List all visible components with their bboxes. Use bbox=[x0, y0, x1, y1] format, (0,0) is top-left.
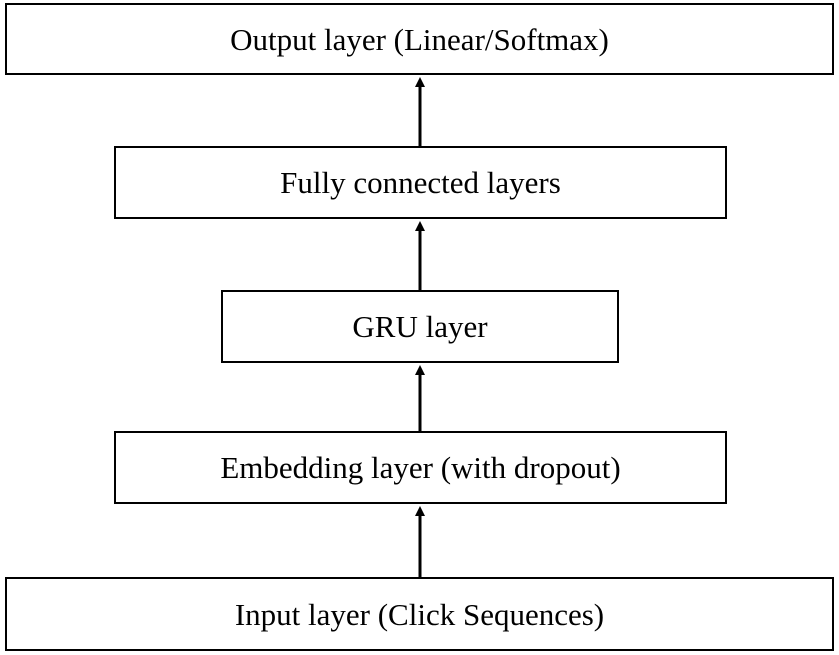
embedding-layer-label: Embedding layer (with dropout) bbox=[220, 450, 621, 485]
output-layer-label: Output layer (Linear/Softmax) bbox=[230, 21, 609, 57]
input-layer-label: Input layer (Click Sequences) bbox=[234, 596, 605, 632]
gru-layer-label: GRU layer bbox=[352, 309, 488, 344]
fully-connected-layer-label: Fully connected layers bbox=[280, 165, 561, 200]
input-layer-box: Input layer (Click Sequences) bbox=[5, 577, 834, 651]
output-layer-box: Output layer (Linear/Softmax) bbox=[5, 3, 834, 75]
gru-layer-box: GRU layer bbox=[221, 290, 619, 363]
embedding-layer-box: Embedding layer (with dropout) bbox=[114, 431, 727, 504]
fully-connected-layer-box: Fully connected layers bbox=[114, 146, 727, 219]
